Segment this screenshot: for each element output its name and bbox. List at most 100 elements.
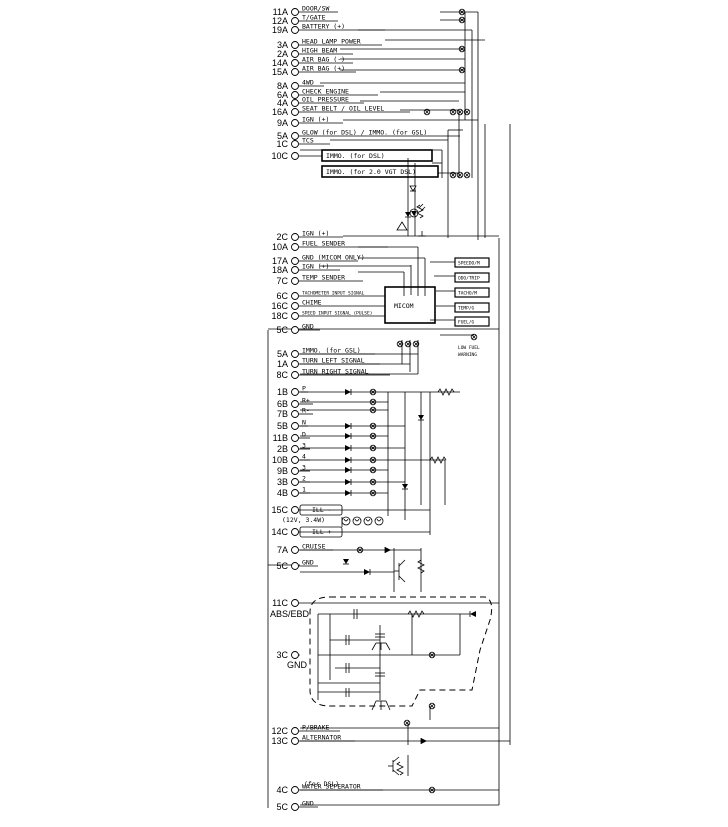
pin-signal-label: CHECK ENGINE [302, 88, 349, 96]
lamp-symbols [356, 8, 478, 794]
resistor-icon [396, 761, 404, 776]
pin-id: 19A [272, 25, 288, 35]
diode-icon [405, 212, 411, 218]
water-separator-sub-label: (for DSL) [304, 780, 339, 788]
bulb-icon [341, 516, 351, 526]
pin-terminal-icon [291, 467, 299, 475]
diode-icon [345, 490, 352, 496]
pin-id: 5C [276, 325, 288, 335]
gauge-label: TEMP/G [458, 306, 475, 312]
pin-signal-label: TACHOMETER INPUT SIGNAL [302, 291, 365, 297]
lamp-icon [404, 340, 412, 348]
pin-signal-label: ALTERNATOR [302, 734, 341, 742]
warning-triangle-icon [396, 221, 408, 231]
pin-signal-label: OIL PRESSURE [302, 96, 349, 104]
pin-signal-label: 2 [302, 475, 306, 483]
pin-terminal-icon [291, 140, 299, 148]
diode-icon [402, 484, 408, 490]
pin-terminal-icon [291, 41, 299, 49]
pin-signal-label: AIR BAG (+) [302, 65, 345, 73]
pin-terminal-icon [291, 292, 299, 300]
pin-signal-label: GND [302, 559, 314, 567]
diode-icon [364, 569, 371, 575]
diode-icon [420, 738, 427, 744]
transistor-symbols [371, 559, 406, 776]
pin-terminal-icon [291, 277, 299, 285]
pin-signal-label: 4WD [302, 79, 314, 87]
pin-signal-label: WATER SEPERATOR [302, 783, 361, 791]
lamp-icon [369, 489, 377, 497]
pin-terminal-icon [291, 478, 299, 486]
pin-terminal-icon [291, 326, 299, 334]
pin-id: 12A [272, 16, 288, 26]
pin-15c: 15C [271, 505, 300, 515]
pin-14c: 14C [271, 527, 300, 537]
pin-signal-label: CHIME [302, 299, 322, 307]
pin-signal-label: P/BRAKE [302, 724, 329, 732]
immo-vgt-label: IMMO. (for 2.0 VGT DSL) [326, 168, 416, 176]
feed-lines [268, 11, 499, 806]
abs-ebd-module [309, 596, 493, 720]
lamp-icon [458, 66, 466, 74]
pin-terminal-icon [291, 312, 299, 320]
diode-icon [345, 423, 352, 429]
lamp-icon [369, 456, 377, 464]
pin-id: 15C [271, 505, 288, 515]
lamp-icon [369, 466, 377, 474]
lamp-icon [396, 340, 404, 348]
pin-10c: 10C [271, 151, 322, 161]
pin-signal-label: GND (MICOM ONLY) [302, 254, 365, 262]
capacitor-icon [345, 663, 350, 673]
diode-icon [418, 415, 424, 421]
pin-id: 7C [276, 276, 288, 286]
pin-terminal-icon [291, 91, 299, 99]
bulb-icon [374, 516, 384, 526]
micom-box: MICOM [384, 286, 436, 324]
resistor-symbols [396, 204, 455, 776]
lamp-icon [428, 702, 436, 710]
lamp-icon [369, 398, 377, 406]
lamp-icon [369, 422, 377, 430]
pin-signal-label: AIR BAG (-) [302, 56, 345, 64]
pin-id: 7B [277, 409, 288, 419]
lamp-icon [463, 171, 471, 179]
pin-terminal-icon [291, 119, 299, 127]
lamp-icon [369, 432, 377, 440]
pin-signal-label: D [302, 431, 306, 439]
lamp-icon [449, 171, 457, 179]
lamp-icon [412, 340, 420, 348]
low-fuel-label-2: WARNING [458, 352, 477, 358]
ill-minus-label: ILL - [312, 506, 332, 514]
pin-terminal-icon [291, 434, 299, 442]
diode-icon [343, 559, 349, 565]
gauge-label: SPEEDO/M [458, 261, 480, 267]
diode-icon [345, 433, 352, 439]
transistor-icon [371, 700, 391, 711]
pin-terminal-icon [291, 651, 299, 659]
pin-terminal-icon [291, 350, 299, 358]
pin-signal-label: SEAT BELT / OIL LEVEL [302, 105, 384, 113]
pin-id: 1C [276, 139, 288, 149]
pin-terminal-icon [291, 388, 299, 396]
pin-signal-label: BATTERY (+) [302, 23, 345, 31]
pin-id: 18A [272, 265, 288, 275]
pin-terminal-icon [291, 99, 299, 107]
pin-11c: 11C [272, 598, 300, 608]
led-icon [409, 203, 426, 218]
